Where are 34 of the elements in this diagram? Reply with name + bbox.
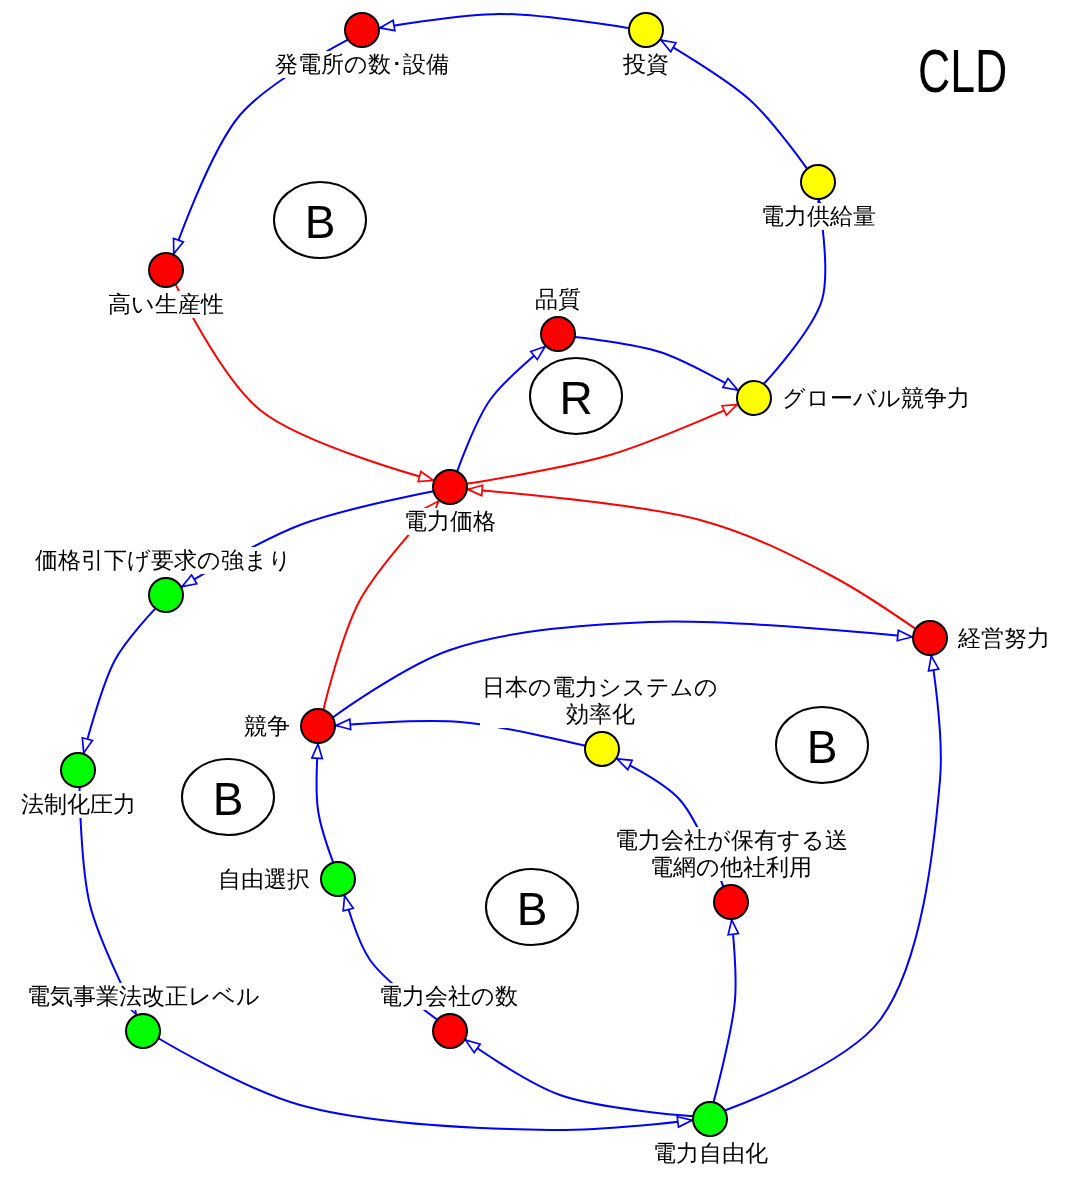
causal-arrow	[456, 345, 547, 473]
causal-arrow	[331, 620, 914, 719]
causal-arrow	[659, 39, 809, 170]
causal-arrow	[311, 743, 335, 864]
variable-label: 電力価格	[404, 508, 496, 535]
variable-label: 電力供給量	[760, 203, 876, 230]
variable-label: 自由選択	[218, 865, 310, 893]
causal-arrow	[762, 199, 827, 386]
loop-label: R	[559, 375, 593, 421]
variable-label: 電気事業法改正レベル	[26, 983, 260, 1010]
causal-arrow	[712, 919, 740, 1104]
variable-label: 発電所の数･設備	[275, 51, 449, 78]
loop-label: B	[806, 724, 838, 770]
causal-arrow	[466, 484, 917, 630]
causal-arrow	[335, 718, 587, 747]
variable-label: 電力会社の数	[378, 983, 518, 1010]
variable-label: 法制化圧力	[20, 791, 136, 818]
causal-arrow	[174, 283, 435, 483]
loop-label: B	[212, 776, 244, 822]
variable-label: グローバル競争力	[782, 384, 970, 412]
loop-label: B	[304, 199, 336, 245]
loop-label: B	[516, 886, 548, 932]
causal-arrow	[723, 654, 942, 1112]
causal-arrow	[157, 1037, 694, 1131]
variable-label: 品質	[535, 286, 581, 313]
variable-label: 電力自由化	[652, 1140, 768, 1167]
variable-label: 高い生産性	[108, 291, 224, 318]
causal-arrow	[81, 607, 157, 754]
variable-label: 投資	[623, 51, 669, 78]
variable-label: 経営努力	[958, 624, 1050, 652]
causal-arrow	[573, 335, 739, 392]
causal-arrow	[465, 403, 739, 485]
variable-label: 競争	[244, 712, 290, 740]
diagram-title: CLD	[918, 38, 1008, 104]
